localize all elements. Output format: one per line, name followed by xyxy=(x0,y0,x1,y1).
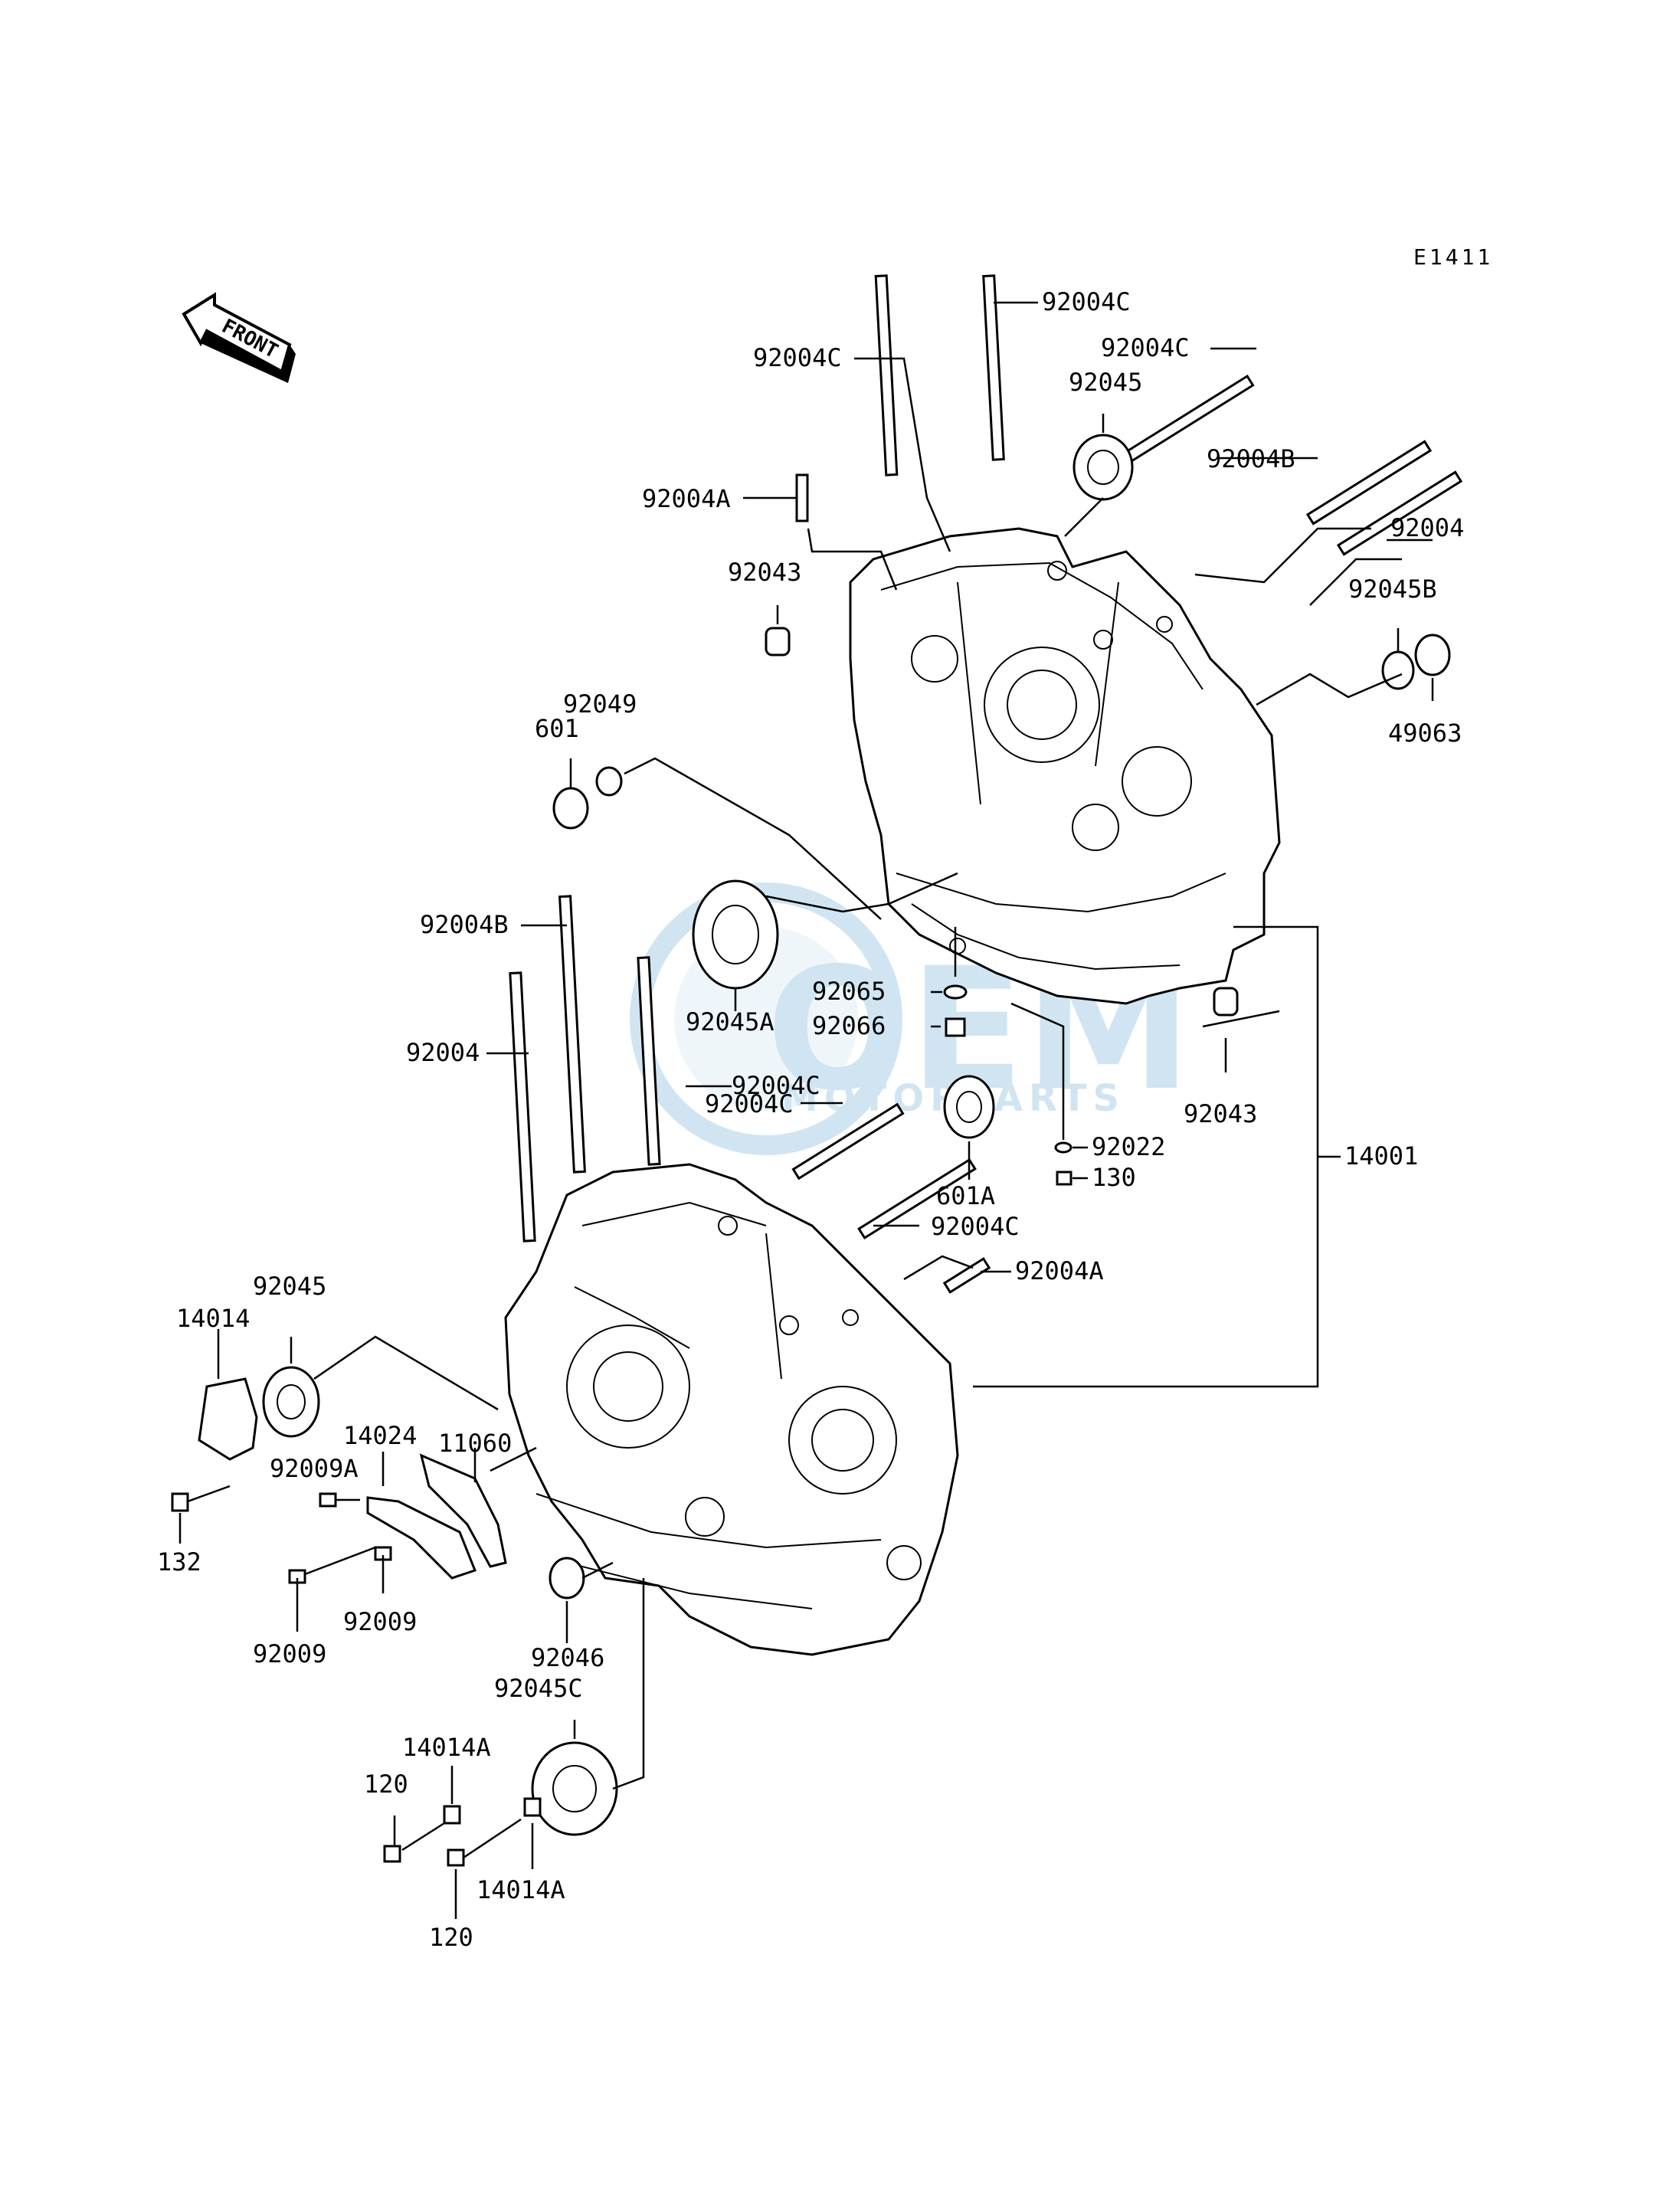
label-92045B: 92045B xyxy=(1348,575,1437,604)
label-92004C-d: 92004C xyxy=(732,1071,820,1100)
label-92004C-f: 92004C xyxy=(931,1212,1020,1241)
label-14014A-b: 14014A xyxy=(476,1875,565,1904)
label-92043-top: 92043 xyxy=(728,558,801,587)
diagram-code: E1411 xyxy=(1413,244,1493,270)
label-92004B-mid: 92004B xyxy=(420,910,509,939)
label-49063: 49063 xyxy=(1388,719,1462,748)
label-92049: 92049 xyxy=(563,689,637,719)
label-92004C-a: 92004C xyxy=(1042,287,1131,316)
label-92022: 92022 xyxy=(1092,1132,1165,1161)
front-arrow-icon: FRONT xyxy=(182,292,296,383)
label-601A: 601A xyxy=(936,1181,995,1210)
label-132: 132 xyxy=(157,1547,201,1577)
lower-crankcase-half xyxy=(504,1163,959,1656)
label-601: 601 xyxy=(535,714,579,743)
label-120-b: 120 xyxy=(429,1923,473,1952)
stud-bolts xyxy=(509,274,1463,1294)
label-14001: 14001 xyxy=(1344,1141,1418,1171)
label-92066: 92066 xyxy=(812,1011,886,1040)
label-92004C-b: 92004C xyxy=(753,343,842,372)
label-92043-mid: 92043 xyxy=(1184,1099,1257,1128)
label-92004C-e: 92004C xyxy=(705,1089,794,1118)
label-92045-low: 92045 xyxy=(253,1272,326,1301)
label-14014: 14014 xyxy=(176,1304,250,1333)
label-130: 130 xyxy=(1092,1163,1136,1192)
label-92004A-top: 92004A xyxy=(642,484,731,513)
label-92004B-top: 92004B xyxy=(1207,444,1295,473)
label-92009-a: 92009 xyxy=(343,1607,417,1636)
cover-and-fasteners xyxy=(171,1377,542,1867)
leader-lines xyxy=(178,301,1434,1919)
label-92065: 92065 xyxy=(812,977,886,1006)
label-92004C-c: 92004C xyxy=(1101,333,1190,362)
label-92004-top: 92004 xyxy=(1390,513,1464,542)
label-11060: 11060 xyxy=(438,1429,512,1458)
label-92009A: 92009A xyxy=(270,1454,359,1483)
part-labels: 92004C 92004C 92004C 92045 92004B 92004 … xyxy=(157,287,1464,1952)
label-92004A-mid: 92004A xyxy=(1015,1256,1104,1285)
upper-crankcase-half xyxy=(849,527,1281,1005)
label-92046: 92046 xyxy=(531,1643,604,1672)
label-120-a: 120 xyxy=(364,1770,408,1799)
label-92004-mid: 92004 xyxy=(406,1038,480,1067)
label-92045C: 92045C xyxy=(494,1674,583,1703)
label-14014A-a: 14014A xyxy=(402,1733,491,1762)
label-14024: 14024 xyxy=(343,1421,417,1450)
label-92009-b: 92009 xyxy=(253,1639,326,1668)
label-92045-top: 92045 xyxy=(1069,368,1142,397)
bearings xyxy=(262,434,1451,1836)
label-92045A: 92045A xyxy=(686,1007,775,1036)
